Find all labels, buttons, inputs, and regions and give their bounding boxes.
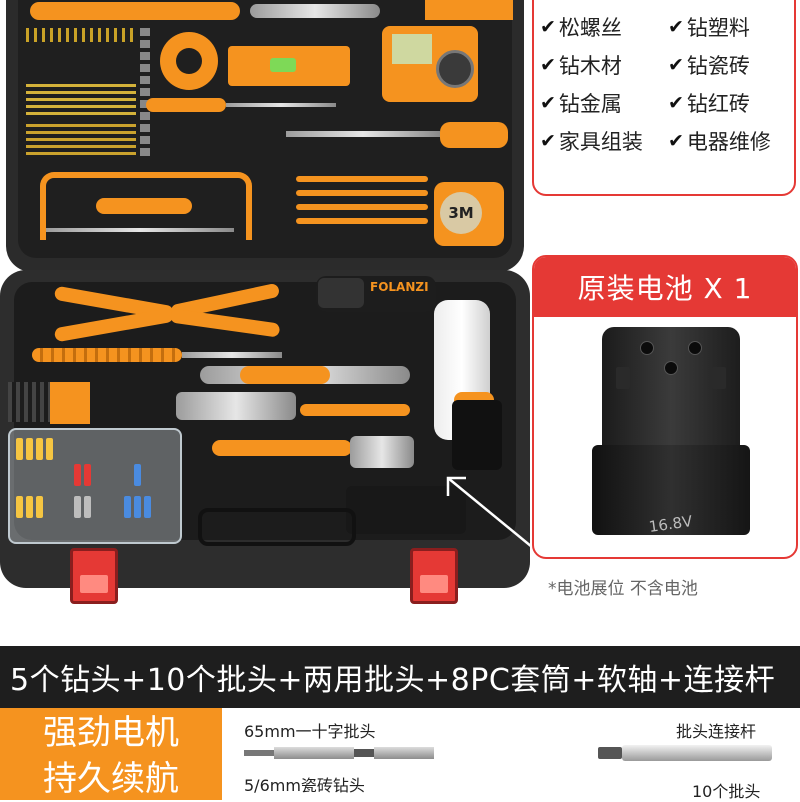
voltage-tester [96,198,192,214]
accessory-label-left-bottom: 5/6mm瓷砖钻头 [244,776,365,795]
motor-feature-box: 强劲电机 持久续航 [0,708,222,800]
charger [346,486,466,534]
feature-item: ✔钻塑料 [668,16,750,40]
screwdriver-shaft-2 [286,131,440,137]
feature-list-card: ✔松螺丝 ✔钻塑料 ✔钻木材 ✔钻瓷砖 ✔钻金属 ✔钻红砖 ✔家具组装 ✔电器维… [532,0,796,196]
hacksaw-blade [46,228,234,232]
extension-rod-image [598,744,776,762]
wrench-handle [30,2,240,20]
case-handle [198,508,356,546]
screwdriver-bits [140,28,150,158]
utility-knife [300,404,410,416]
check-icon: ✔ [540,16,556,38]
screwdriver-handle-2 [440,122,508,148]
battery-base [592,445,750,535]
check-icon: ✔ [540,54,556,76]
claw-hammer [176,392,296,420]
drill-chuck [318,278,364,308]
screwdriver-handle [146,98,226,112]
feature-item: ✔松螺丝 [540,16,622,40]
tape-measure-face: 3M [440,192,482,234]
feature-item: ✔钻瓷砖 [668,54,750,78]
right-latch [410,548,458,604]
accessory-label-right-bottom: 10个批头 [692,782,761,801]
pipe-wrench-head [350,436,414,468]
accessory-label-right-top: 批头连接杆 [676,722,757,741]
bit-strip [425,0,513,20]
screwdriver-shaft [226,103,336,107]
accessory-label-left-top: 65mm一十字批头 [244,722,376,741]
tool-case-photo: 3M FOLANZI [0,0,561,604]
battery-note: *电池展位 不含电池 [548,579,698,599]
check-icon: ✔ [668,54,684,76]
check-icon: ✔ [668,92,684,114]
bit-box-contents [14,436,172,532]
hammer-head [50,382,90,424]
feature-item: ✔家具组装 [540,130,643,154]
pliers-top [250,4,380,18]
check-icon: ✔ [668,130,684,152]
drill-bit-set [26,28,136,158]
multimeter-screen [392,34,432,64]
tape-roll-center [176,48,202,74]
double-bit-image [244,746,444,760]
feature-item: ✔钻红砖 [668,92,750,116]
battery-title: 原装电池 X 1 [534,257,796,317]
battery-placeholder [452,400,502,470]
check-icon: ✔ [540,92,556,114]
check-icon: ✔ [540,130,556,152]
drill-brand-label: FOLANZI [370,280,429,294]
flexible-shaft [32,348,182,362]
extension-bar [182,352,282,358]
hacksaw-frame [40,172,252,240]
feature-item: ✔电器维修 [668,130,771,154]
multimeter-dial [436,50,474,88]
left-latch [70,548,118,604]
motor-line-1: 强劲电机 [43,713,179,753]
tape-measure-label: 3M [448,204,474,222]
hex-keys [8,382,54,422]
feature-item: ✔钻木材 [540,54,622,78]
accessory-banner: 5个钻头+10个批头+两用批头+8PC套筒+软轴+连接杆 [0,646,800,708]
check-icon: ✔ [668,16,684,38]
adjustable-wrench-grip [240,366,330,384]
feature-item: ✔钻金属 [540,92,622,116]
pipe-wrench-handle [212,440,352,456]
spirit-level-bubble [270,58,296,72]
battery-card: 原装电池 X 1 16.8V [532,255,798,559]
precision-screwdrivers [296,176,428,234]
motor-line-2: 持久续航 [43,759,179,799]
